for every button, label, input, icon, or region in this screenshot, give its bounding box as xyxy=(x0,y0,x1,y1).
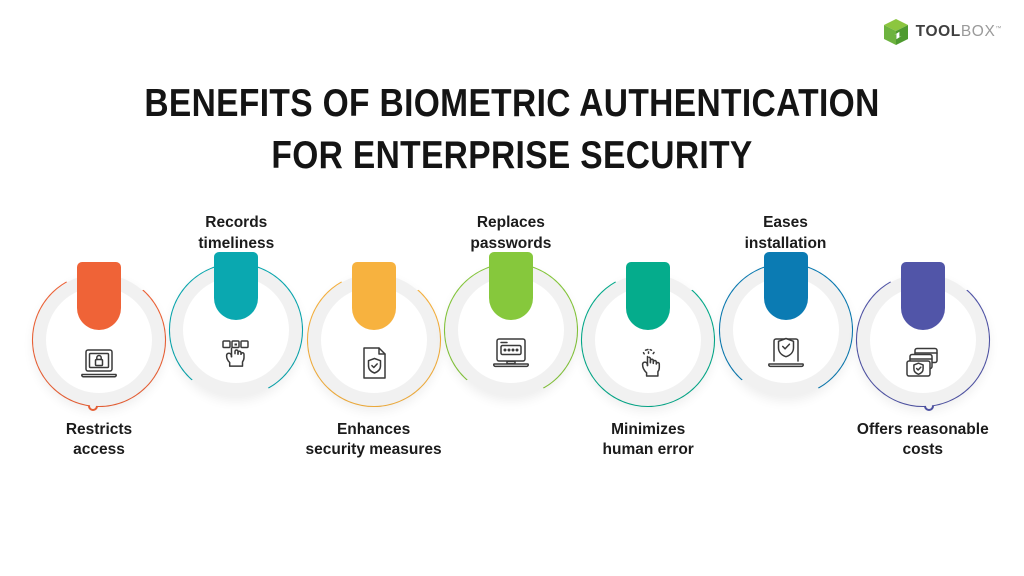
node-label-line2-6: installation xyxy=(744,234,827,252)
node-label-3: Enhances security measures xyxy=(269,420,479,461)
node-shield-2 xyxy=(214,252,259,320)
credit-cards-shield-icon xyxy=(900,340,946,386)
node-shield-3 xyxy=(351,262,396,330)
page-title-line2: FOR ENTERPRISE SECURITY xyxy=(271,133,753,177)
node-label-5: Minimizes human error xyxy=(543,420,753,461)
brand-name-bold: TOOL xyxy=(915,23,961,41)
node-label-line2-5: human error xyxy=(602,441,694,459)
node-label-line2-4: passwords xyxy=(470,234,552,252)
benefit-node-6[interactable]: Eases installation xyxy=(718,214,853,398)
node-label-1: Restricts access xyxy=(0,420,204,461)
benefit-node-3[interactable]: Enhances security measures xyxy=(306,262,442,458)
trademark-symbol: ™ xyxy=(995,26,1002,33)
node-label-line1-7: Offers reasonable xyxy=(856,421,989,438)
node-label-line1-2: Records xyxy=(205,214,268,232)
brand-name-light: BOX xyxy=(960,23,996,41)
benefit-node-1[interactable]: Restricts access xyxy=(31,262,167,458)
node-label-7: Offers reasonable costs xyxy=(818,420,1024,461)
node-label-2: Records timeliness xyxy=(131,213,341,254)
page-title-line1: BENEFITS OF BIOMETRIC AUTHENTICATION xyxy=(144,82,880,126)
node-label-6: Eases installation xyxy=(681,213,891,254)
document-shield-check-icon xyxy=(351,340,397,386)
node-label-line1-6: Eases xyxy=(763,214,808,232)
laptop-password-icon xyxy=(488,330,534,376)
benefit-node-5[interactable]: Minimizes human error xyxy=(581,262,716,458)
node-label-line1-1: Restricts xyxy=(65,421,133,438)
node-label-line2-3: security measures xyxy=(305,441,442,459)
benefit-node-2[interactable]: Records timeliness xyxy=(169,214,304,398)
benefit-node-7[interactable]: Offers reasonable costs xyxy=(855,262,990,458)
hand-press-buttons-icon xyxy=(213,330,259,376)
laptop-lock-icon xyxy=(76,340,122,386)
node-label-4: Replaces passwords xyxy=(406,213,616,254)
fingerprint-hand-scan-icon xyxy=(625,340,671,386)
node-shield-4 xyxy=(488,252,533,320)
brand-logo: TOOLBOX™ xyxy=(883,18,1002,46)
node-label-line2-7: costs xyxy=(902,441,944,459)
benefit-node-4[interactable]: Replaces passwords xyxy=(443,214,578,398)
node-label-line2-2: timeliness xyxy=(198,234,275,252)
brand-name: TOOLBOX™ xyxy=(916,24,1002,40)
node-label-line1-3: Enhances xyxy=(336,421,411,438)
benefits-chain: Restricts access Records timeliness xyxy=(0,196,1024,486)
node-label-line1-5: Minimizes xyxy=(611,421,686,438)
node-shield-5 xyxy=(626,262,671,330)
node-shield-7 xyxy=(900,262,945,330)
node-shield-1 xyxy=(77,262,121,330)
node-shield-6 xyxy=(763,252,808,320)
node-label-line2-1: access xyxy=(73,441,125,459)
laptop-shield-check-icon xyxy=(763,330,809,376)
node-label-line1-4: Replaces xyxy=(476,214,545,232)
node-ring-2 xyxy=(170,264,303,396)
cube-arrow-icon xyxy=(883,19,908,45)
page-title: BENEFITS OF BIOMETRIC AUTHENTICATION FOR… xyxy=(72,78,953,181)
